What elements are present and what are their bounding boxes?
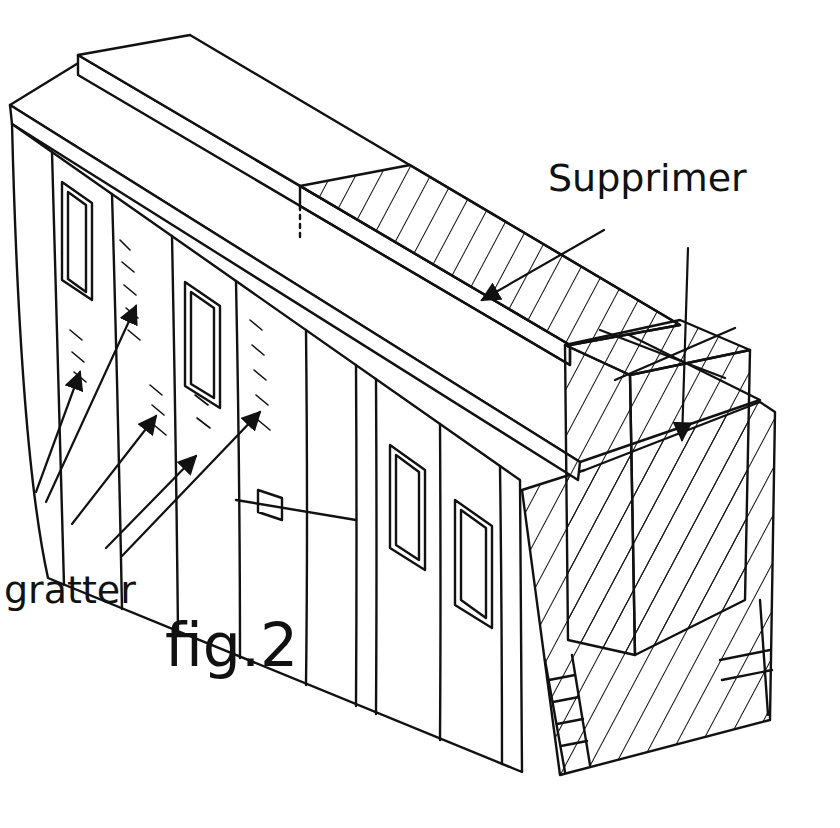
figure-number: fig.2 xyxy=(165,612,298,678)
callout-label: Supprimer xyxy=(548,158,747,200)
callout-label: gratter xyxy=(4,570,136,612)
